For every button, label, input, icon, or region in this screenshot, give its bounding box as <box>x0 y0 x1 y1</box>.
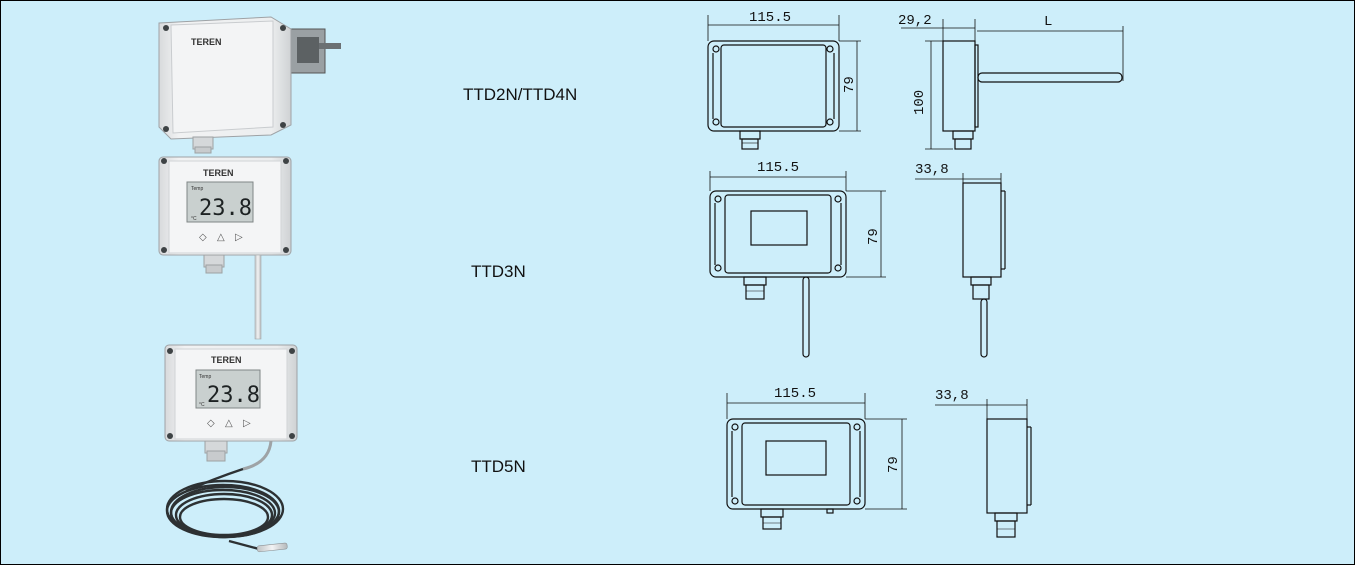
photo-ttd3n-display-caption: Temp <box>191 186 203 192</box>
photo-ttd5n-display-caption: Temp <box>199 374 211 380</box>
dim-ttd5n-depth: 33,8 <box>935 388 969 404</box>
photo-ttd5n-display-unit: °C <box>199 402 205 408</box>
photo-ttd3n-brand: TEREN <box>203 168 234 178</box>
dim-ttd3n-depth: 33,8 <box>915 162 949 178</box>
dim-ttd3n-height: 79 <box>866 228 882 245</box>
dim-ttd5n-width: 115.5 <box>774 386 816 402</box>
svg-text:△: △ <box>217 232 225 243</box>
svg-text:◇: ◇ <box>207 418 215 429</box>
svg-text:▷: ▷ <box>243 418 251 429</box>
svg-text:△: △ <box>225 418 233 429</box>
svg-text:◇: ◇ <box>199 232 207 243</box>
drawing-ttd2n-front <box>707 15 861 150</box>
drawing-ttd3n-front <box>709 171 886 358</box>
dim-ttd2n-probe-length: L <box>1044 14 1052 30</box>
model-label-ttd5n: TTD5N <box>471 457 526 476</box>
dim-ttd2n-width: 115.5 <box>749 10 791 26</box>
dim-ttd2n-total-height: 100 <box>912 90 928 115</box>
drawing-ttd5n-side <box>935 399 1032 538</box>
photo-ttd5n: TEREN Temp 23.8 °C ◇ △ ▷ <box>164 344 298 553</box>
dim-ttd2n-height: 79 <box>842 76 858 93</box>
model-label-ttd2n: TTD2N/TTD4N <box>463 85 578 104</box>
photo-ttd5n-brand: TEREN <box>211 355 242 365</box>
drawing-ttd3n-side <box>915 173 1006 358</box>
photo-ttd3n-display-value: 23.8 <box>199 196 252 221</box>
drawing-ttd2n-side <box>901 19 1124 150</box>
photo-ttd2n: TEREN <box>158 16 341 154</box>
model-label-ttd3n: TTD3N <box>471 262 526 281</box>
photo-ttd3n-display-unit: °C <box>191 216 197 222</box>
photo-ttd3n: TEREN Temp 23.8 °C ◇ △ ▷ <box>158 156 292 340</box>
drawing-ttd5n-front <box>726 393 907 530</box>
photo-ttd5n-display-value: 23.8 <box>207 383 260 408</box>
dim-ttd5n-height: 79 <box>886 456 902 473</box>
svg-text:▷: ▷ <box>235 232 243 243</box>
dim-ttd2n-depth: 29,2 <box>898 13 932 29</box>
dim-ttd3n-width: 115.5 <box>757 160 799 176</box>
photo-ttd2n-brand: TEREN <box>191 37 222 47</box>
